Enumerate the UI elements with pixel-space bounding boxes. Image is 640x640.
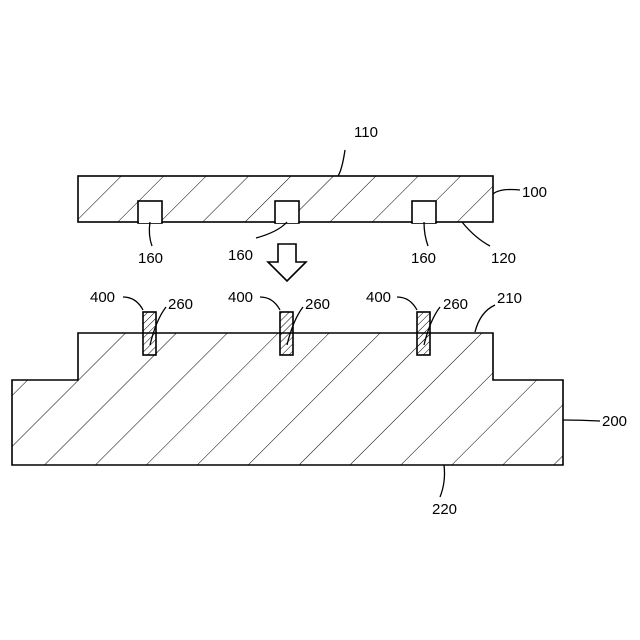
label-400-left: 400 (90, 289, 115, 306)
label-200: 200 (602, 413, 627, 430)
label-400-right: 400 (366, 289, 391, 306)
label-220: 220 (432, 501, 457, 518)
label-120: 120 (491, 250, 516, 267)
label-160-right: 160 (411, 250, 436, 267)
label-160-left: 160 (138, 250, 163, 267)
pin-right (417, 312, 430, 355)
recess-left (138, 201, 162, 223)
label-260-left: 260 (168, 296, 193, 313)
label-260-mid: 260 (305, 296, 330, 313)
label-100: 100 (522, 184, 547, 201)
top-plate (78, 176, 493, 223)
pin-mid (280, 312, 293, 355)
recess-right (412, 201, 436, 223)
label-260-right: 260 (443, 296, 468, 313)
label-210: 210 (497, 290, 522, 307)
pin-left (143, 312, 156, 355)
down-arrow-icon (268, 244, 306, 281)
recess-mid (275, 201, 299, 223)
label-160-mid: 160 (228, 247, 253, 264)
label-110: 110 (354, 124, 378, 141)
label-400-mid: 400 (228, 289, 253, 306)
